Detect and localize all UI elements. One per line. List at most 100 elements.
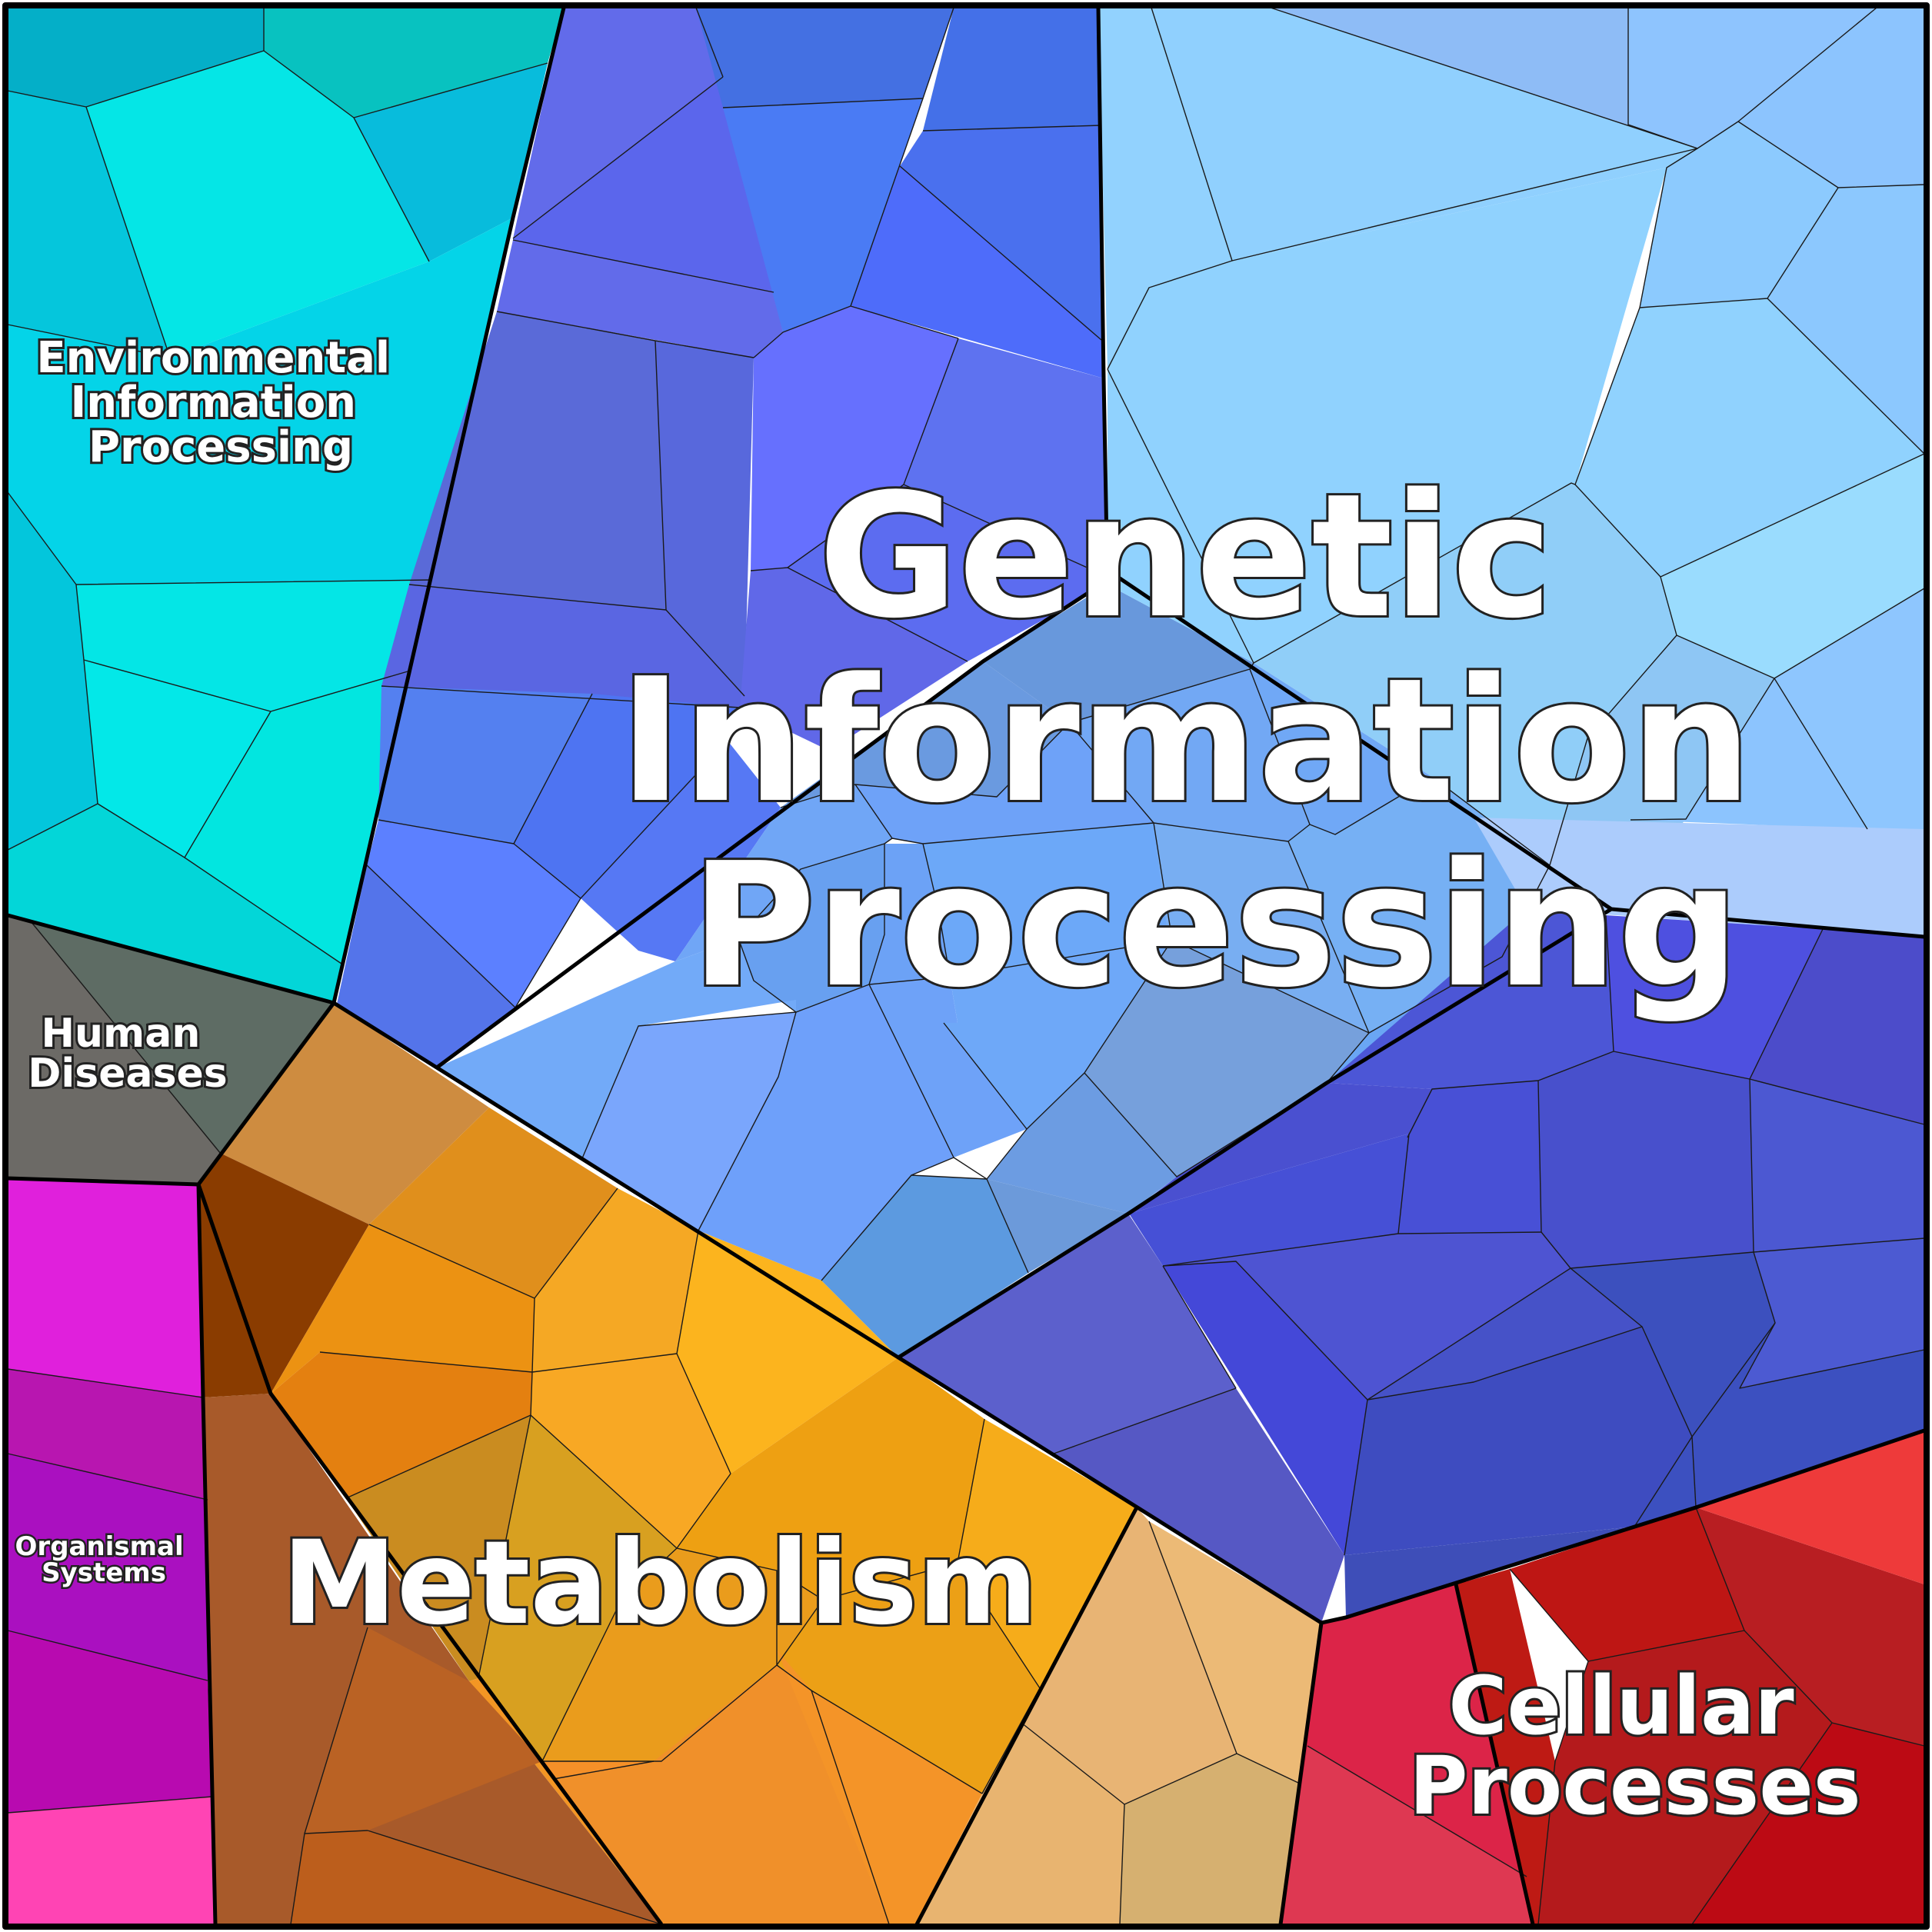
edge: [1231, 148, 1698, 261]
cell: [1696, 1507, 1924, 1746]
cell: [1120, 1754, 1298, 1924]
cell: [1750, 1079, 1924, 1252]
edge: [1774, 678, 1868, 830]
edge: [367, 1830, 662, 1925]
region-environmental-information-processing: [8, 8, 564, 1003]
cell: [185, 671, 408, 964]
edge: [1431, 635, 1677, 866]
edge: [750, 338, 959, 571]
cell: [1250, 663, 1432, 834]
cell: [514, 694, 740, 898]
edge: [1749, 1078, 1925, 1125]
cell: [923, 823, 1172, 977]
cell: [1149, 1521, 1321, 1783]
label-organismal: Organismal Systems: [15, 1531, 193, 1588]
cell: [723, 98, 923, 332]
cell: [271, 1224, 535, 1394]
cell: [581, 741, 781, 961]
edge: [1307, 1745, 1527, 1877]
cell: [381, 585, 744, 708]
cell: [8, 1631, 212, 1813]
boundary-metabolism-left: [196, 1184, 664, 1926]
edge: [1739, 1322, 1925, 1389]
cell: [944, 940, 1172, 1129]
edge: [581, 1011, 797, 1159]
cell: [1774, 588, 1924, 829]
region-cellular-processes: [1281, 1431, 1924, 1924]
cell: [855, 723, 1154, 844]
cell: [264, 8, 564, 118]
edge: [1627, 8, 1698, 149]
cell: [1634, 1323, 1924, 1527]
edge: [541, 1547, 678, 1762]
edge: [1107, 7, 1233, 370]
cell: [8, 218, 513, 585]
edge: [1253, 148, 1698, 664]
boundary-environmental: [7, 7, 566, 1005]
cell: [1054, 1388, 1344, 1623]
edge: [353, 62, 548, 118]
edge: [1537, 1080, 1754, 1269]
edge: [1634, 1436, 1693, 1527]
cell: [1108, 168, 1667, 663]
label-human-diseases: Human Diseases: [28, 1011, 227, 1097]
cell: [777, 1563, 1040, 1794]
cell: [1163, 1232, 1571, 1400]
cell: [1098, 8, 1232, 369]
cell: [1151, 8, 1697, 261]
edge: [1162, 1261, 1571, 1401]
boundary-genetic-lower: [897, 907, 1613, 1360]
cell: [497, 240, 783, 358]
edge: [512, 76, 724, 239]
cell: [437, 938, 796, 1158]
edge: [1630, 678, 1775, 821]
edge: [1270, 7, 1877, 149]
edge: [7, 1368, 204, 1398]
cell: [1398, 1081, 1541, 1234]
cell: [738, 844, 884, 1012]
cell: [1661, 454, 1924, 678]
cell: [1084, 940, 1369, 1177]
cell: [8, 492, 98, 850]
cell: [851, 166, 1104, 378]
cell: [8, 8, 264, 107]
edge: [780, 722, 1070, 808]
edge: [1509, 1507, 1745, 1662]
cell: [8, 1178, 203, 1397]
edge: [1660, 576, 1925, 679]
cell: [1696, 1431, 1924, 1584]
cell: [513, 77, 774, 292]
cell: [1281, 1746, 1533, 1924]
boundary-organismal: [196, 1184, 218, 1925]
edge: [787, 567, 968, 662]
edge: [1767, 298, 1925, 455]
cell: [1628, 8, 1877, 148]
edge: [776, 1599, 824, 1666]
edge: [1084, 1032, 1370, 1178]
edge: [922, 843, 1173, 978]
cell: [305, 1627, 542, 1834]
cell: [1750, 929, 1924, 1124]
edge: [7, 1630, 208, 1681]
edge: [676, 1353, 731, 1474]
cell: [1640, 122, 1838, 308]
edge: [738, 844, 885, 1013]
cell: [1738, 8, 1924, 188]
edge: [868, 976, 951, 985]
cell: [8, 1797, 215, 1924]
cell: [8, 915, 221, 1184]
edge: [184, 857, 342, 964]
cell: [1327, 909, 1614, 1089]
cell: [271, 1352, 532, 1498]
edge: [698, 1011, 797, 1231]
cell: [1163, 1261, 1367, 1555]
cell: [478, 1415, 677, 1761]
cell: [781, 661, 1069, 808]
cell: [346, 1415, 531, 1681]
region-metabolism: [198, 1003, 1321, 1924]
cell: [923, 8, 1101, 131]
edge: [1119, 1804, 1125, 1925]
edge: [922, 125, 1101, 132]
cell: [532, 1188, 698, 1372]
